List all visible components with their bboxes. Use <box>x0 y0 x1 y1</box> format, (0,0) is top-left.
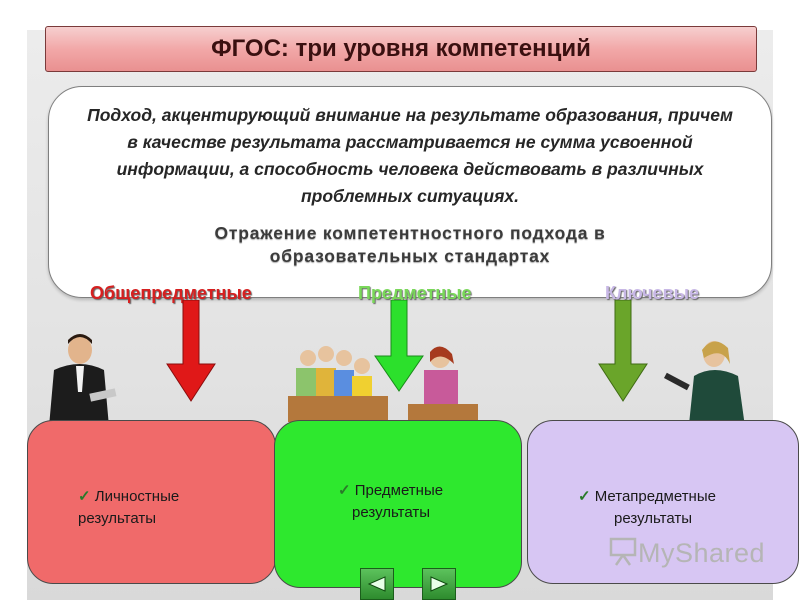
down-arrow-red <box>166 300 216 402</box>
card-line: Личностные <box>94 488 180 505</box>
down-arrow-olive <box>598 300 648 402</box>
description-box <box>48 86 772 298</box>
checkmark-icon: ✓ <box>578 488 591 505</box>
subtitle: Отражение компетентностного подхода в об… <box>60 222 760 268</box>
prev-slide-button[interactable] <box>360 568 394 600</box>
card-metasubject-text: ✓ Метапредметные результаты <box>578 486 716 530</box>
slide-title: ФГОС: три уровня компетенций <box>211 35 591 62</box>
card-subject-results <box>274 420 522 588</box>
category-general-subject: Общепредметные <box>90 283 252 303</box>
description-line: Подход, акцентирующий внимание на резуль… <box>87 105 733 125</box>
card-personal-text: ✓ Личностные результаты <box>78 486 179 530</box>
card-line: Предметные <box>354 482 444 499</box>
subtitle-line: Отражение компетентностного подхода в <box>214 223 606 243</box>
card-subject-text: ✓ Предметные результаты <box>338 480 443 524</box>
businesswoman-clipart <box>663 341 746 434</box>
card-personal-results <box>27 420 276 584</box>
next-slide-button[interactable] <box>422 568 456 600</box>
title-bar: ФГОС: три уровня компетенций <box>45 26 757 72</box>
watermark: MyShared <box>608 536 765 569</box>
description-line: проблемных ситуациях. <box>300 186 520 206</box>
card-line: результаты <box>614 510 692 527</box>
checkmark-icon: ✓ <box>78 488 91 505</box>
card-line: результаты <box>78 510 156 527</box>
category-key: Ключевые <box>605 283 700 303</box>
card-metasubject-results <box>527 420 799 584</box>
subtitle-line: образовательных стандартах <box>269 246 551 266</box>
arrow-left-icon <box>367 576 386 592</box>
card-line: Метапредметные <box>594 488 716 505</box>
checkmark-icon: ✓ <box>338 482 351 499</box>
classroom-clipart <box>288 346 478 422</box>
businessman-clipart <box>48 334 117 438</box>
arrow-right-icon <box>430 576 449 592</box>
watermark-text: MyShared <box>638 538 766 568</box>
description-text: Подход, акцентирующий внимание на резуль… <box>60 102 760 210</box>
description-line: информации, а способность человека дейст… <box>116 159 704 179</box>
category-subject: Предметные <box>358 283 472 303</box>
card-line: результаты <box>352 504 430 521</box>
down-arrow-green <box>374 300 424 392</box>
description-line: в качестве результата рассматривается не… <box>127 132 693 152</box>
presentation-board-icon <box>609 537 637 566</box>
